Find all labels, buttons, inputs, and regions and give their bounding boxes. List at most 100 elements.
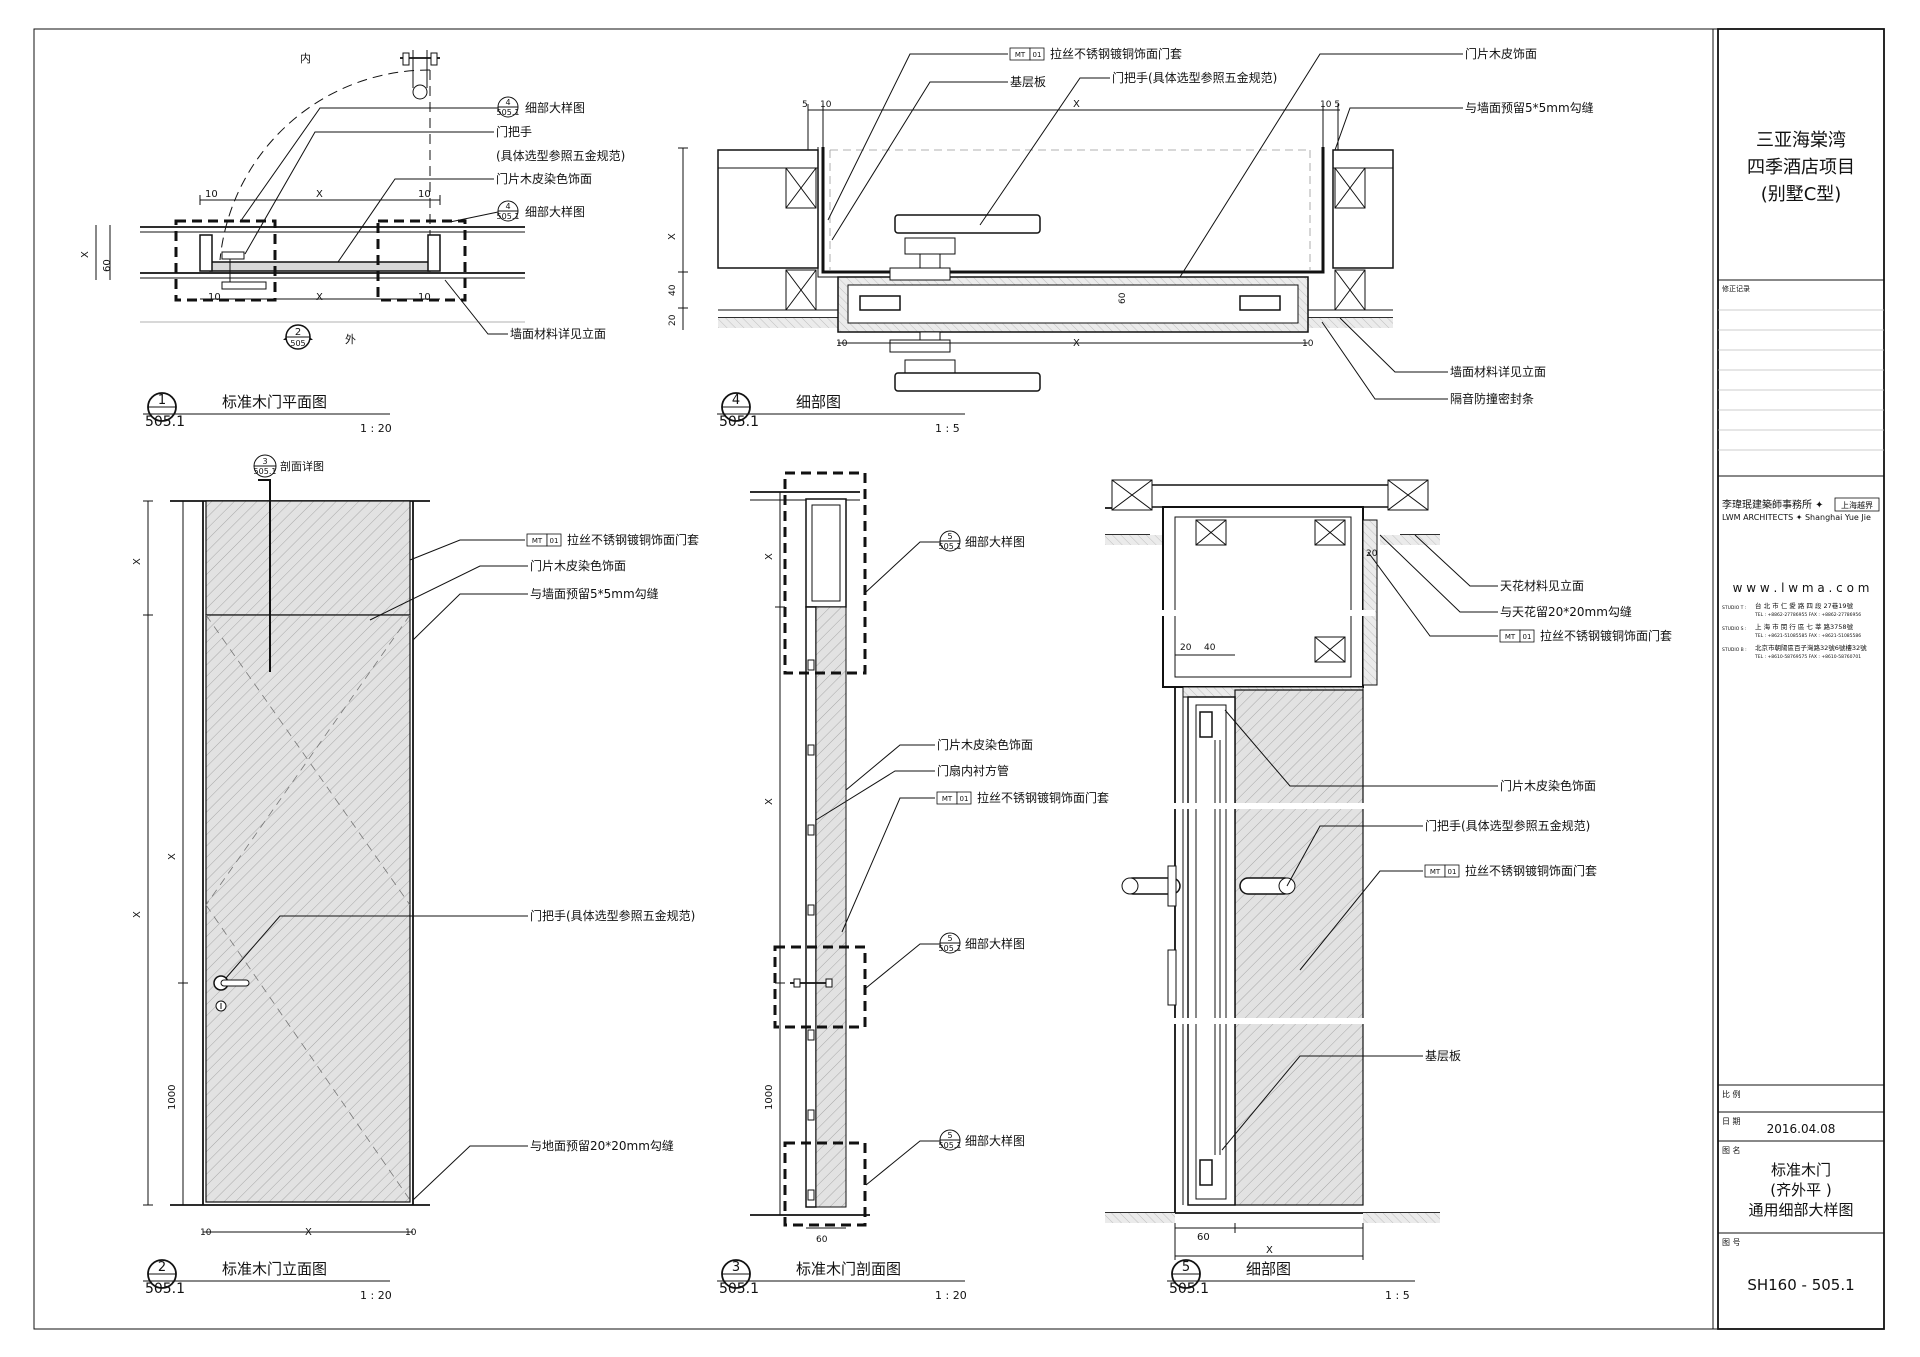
view-number: 1 bbox=[158, 393, 166, 408]
svg-text:X: X bbox=[764, 798, 775, 805]
svg-text:X: X bbox=[1266, 1245, 1273, 1256]
svg-text:505.1: 505.1 bbox=[939, 542, 962, 551]
d5-veneer-note: 门片木皮染色饰面 bbox=[1500, 778, 1596, 793]
elev-floor-gap: 与地面预留20*20mm勾缝 bbox=[530, 1138, 674, 1153]
svg-text:STUDIO S :: STUDIO S : bbox=[1722, 626, 1746, 632]
view-number: 4 bbox=[732, 393, 740, 408]
project-line-1: 三亚海棠湾 bbox=[1756, 130, 1846, 151]
section-veneer-note: 门片木皮染色饰面 bbox=[937, 737, 1033, 752]
detail-4-view: 5 10 X 10 5 10 X 10 X 40 20 60 MT 01 拉丝不… bbox=[667, 46, 1594, 406]
title-block: 三亚海棠湾 四季酒店项目 (别墅C型) 修正记录 李瑋珉建築師事務所 ✦ 上海越… bbox=[1718, 130, 1884, 1294]
d5-ceiling-note: 天花材料见立面 bbox=[1500, 578, 1584, 593]
firm-name-cn: 李瑋珉建築師事務所 ✦ bbox=[1722, 498, 1824, 511]
svg-text:505.1: 505.1 bbox=[497, 108, 520, 117]
svg-text:MT: MT bbox=[1015, 51, 1026, 59]
view-title-5: 5 505.1 细部图 1 : 5 bbox=[1167, 1259, 1415, 1302]
svg-text:10: 10 bbox=[418, 189, 431, 200]
d5-mt-note-2: 拉丝不锈钢镀铜饰面门套 bbox=[1465, 863, 1597, 878]
view-ref: 505.1 bbox=[719, 1281, 759, 1297]
plan-callout-b: 4 505.1 细部大样图 bbox=[449, 200, 585, 223]
svg-text:10: 10 bbox=[820, 100, 832, 110]
elev-handle-note: 门把手(具体选型参照五金规范) bbox=[530, 908, 695, 923]
project-line-2: 四季酒店项目 bbox=[1747, 157, 1855, 178]
section-mt-note: 拉丝不锈钢镀铜饰面门套 bbox=[977, 790, 1109, 805]
d5-handle-icon bbox=[1121, 865, 1296, 1006]
svg-text:MT: MT bbox=[1430, 868, 1441, 876]
svg-text:10: 10 bbox=[405, 1228, 417, 1238]
view-title: 标准木门剖面图 bbox=[796, 1260, 901, 1278]
svg-text:X: X bbox=[305, 1227, 312, 1238]
plan-handle-label: 门把手 bbox=[496, 124, 532, 139]
callout-box-right bbox=[376, 219, 467, 302]
svg-text:505.1: 505.1 bbox=[939, 944, 962, 953]
svg-text:40: 40 bbox=[668, 284, 678, 296]
section-view: X X 1000 60 5 505.1 细部大样图 门片木皮染色饰面 门扇内衬方… bbox=[750, 471, 1109, 1245]
view-scale: 1 : 5 bbox=[935, 422, 960, 435]
mt-tag: MT 01 bbox=[936, 791, 972, 805]
view-title: 细部图 bbox=[1246, 1260, 1291, 1278]
svg-text:X: X bbox=[167, 853, 178, 860]
elev-section-callout: 3 505.1 剖面详图 bbox=[253, 454, 324, 672]
svg-text:60: 60 bbox=[816, 1235, 828, 1245]
svg-text:10: 10 bbox=[418, 292, 431, 303]
d5-handle-note: 门把手(具体选型参照五金规范) bbox=[1425, 818, 1590, 833]
svg-text:TEL : +8610-58769575 FAX : +: TEL : +8610-58769575 FAX : +8610-5876070… bbox=[1754, 654, 1861, 660]
svg-text:505.1: 505.1 bbox=[497, 212, 520, 221]
view-title-3: 3 505.1 标准木门剖面图 1 : 20 bbox=[717, 1259, 967, 1302]
svg-text:1000: 1000 bbox=[764, 1085, 775, 1110]
view-scale: 1 : 20 bbox=[360, 422, 392, 435]
door-handle-icon bbox=[213, 975, 250, 1012]
section-tube-ticks bbox=[807, 659, 815, 1201]
svg-text:5: 5 bbox=[947, 532, 952, 541]
revision-label: 修正记录 bbox=[1722, 284, 1750, 293]
firm-name-en: LWM ARCHITECTS ✦ Shanghai Yue Jie bbox=[1722, 513, 1871, 522]
mt-tag: MT 01 bbox=[1424, 864, 1460, 878]
svg-text:01: 01 bbox=[550, 537, 559, 545]
plan-handle-spec: (具体选型参照五金规范) bbox=[496, 148, 625, 163]
svg-text:10: 10 bbox=[200, 1228, 212, 1238]
svg-text:60: 60 bbox=[1118, 292, 1128, 304]
svg-text:X: X bbox=[667, 233, 678, 240]
svg-text:01: 01 bbox=[1448, 868, 1457, 876]
svg-text:剖面详图: 剖面详图 bbox=[280, 459, 324, 473]
view-number: 3 bbox=[732, 1260, 740, 1275]
drawing-name-1: 标准木门 bbox=[1771, 1161, 1831, 1179]
svg-text:10: 10 bbox=[205, 189, 218, 200]
section-callout-box-top bbox=[783, 471, 867, 675]
view-title-4: 4 505.1 细部图 1 : 5 bbox=[717, 392, 965, 435]
svg-text:10 5: 10 5 bbox=[1320, 100, 1340, 110]
view-title: 标准木门立面图 bbox=[222, 1260, 327, 1278]
title-block-frame bbox=[1717, 28, 1885, 1330]
mt-tag: MT 01 bbox=[526, 533, 562, 547]
view-ref: 505.1 bbox=[145, 1281, 185, 1297]
firm-website[interactable]: w w w . l w m a . c o m bbox=[1733, 581, 1870, 595]
svg-text:01: 01 bbox=[1523, 633, 1532, 641]
view-ref: 505.1 bbox=[719, 414, 759, 430]
svg-text:TEL : +8862-27786955 FAX : +: TEL : +8862-27786955 FAX : +8862-2778695… bbox=[1754, 612, 1861, 618]
svg-text:细部大样图: 细部大样图 bbox=[965, 1133, 1025, 1148]
d4-wall-note: 墙面材料详见立面 bbox=[1450, 364, 1546, 379]
svg-text:X: X bbox=[316, 189, 323, 200]
view-scale: 1 : 5 bbox=[1385, 1289, 1410, 1302]
svg-text:MT: MT bbox=[942, 795, 953, 803]
drawing-name-2: (齐外平 ) bbox=[1770, 1181, 1831, 1199]
date-label: 日 期 bbox=[1722, 1117, 1741, 1126]
date-value: 2016.04.08 bbox=[1767, 1122, 1836, 1136]
project-line-3: (别墅C型) bbox=[1761, 184, 1842, 205]
elev-mt-note: 拉丝不锈钢镀铜饰面门套 bbox=[567, 532, 699, 547]
drawing-name-label: 图 名 bbox=[1722, 1145, 1741, 1155]
svg-text:4: 4 bbox=[505, 202, 510, 211]
svg-text:10: 10 bbox=[208, 292, 221, 303]
svg-text:60: 60 bbox=[102, 259, 113, 272]
svg-text:X: X bbox=[764, 553, 775, 560]
svg-text:X: X bbox=[1073, 99, 1080, 110]
d4-veneer-note: 门片木皮饰面 bbox=[1465, 46, 1537, 61]
svg-text:X: X bbox=[80, 251, 91, 258]
door-swing-arc bbox=[219, 69, 431, 261]
d4-mt-note: 拉丝不锈钢镀铜饰面门套 bbox=[1050, 46, 1182, 61]
section-handle-icon bbox=[790, 978, 833, 988]
d5-ceiling-gap: 与天花留20*20mm勾缝 bbox=[1500, 604, 1632, 619]
outside-label: 外 bbox=[345, 333, 356, 346]
inside-label: 内 bbox=[300, 51, 311, 65]
